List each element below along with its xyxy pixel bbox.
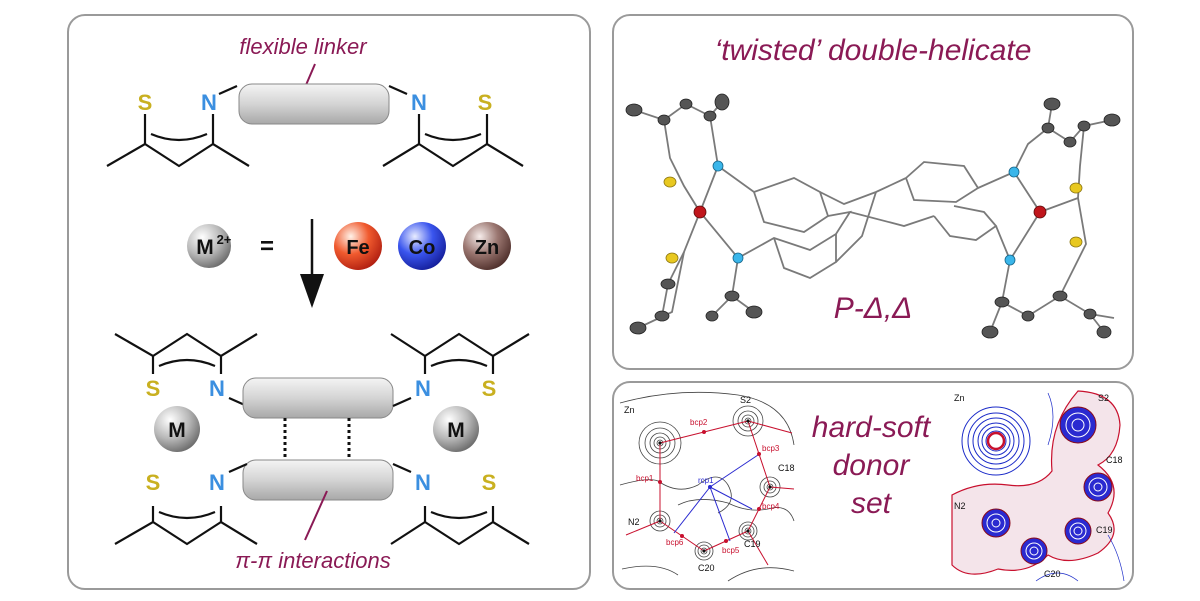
- nitrogen-atom: N: [415, 470, 431, 495]
- sulfur-atom: S: [482, 470, 497, 495]
- svg-text:C20: C20: [1044, 569, 1061, 579]
- nitrogen-atom: N: [209, 470, 225, 495]
- label-line: set: [850, 487, 892, 520]
- atom-labels: Zn S2 C18 N2 C19 C20: [954, 393, 1123, 579]
- lower-linker-bar: [242, 459, 394, 501]
- basin-inner-contours: [986, 412, 1108, 560]
- metal-sphere-left: [154, 406, 200, 452]
- svg-text:C18: C18: [778, 463, 795, 473]
- sulfur-atom: S: [482, 376, 497, 401]
- zn-core: [986, 431, 1006, 451]
- crystal-structure-panel: ‘twisted’ double-helicate: [612, 14, 1134, 370]
- deformation-density-map: Zn S2 C18 N2 C19 C20: [951, 390, 1125, 582]
- product-upper-right-ligand: [390, 332, 530, 408]
- zn-contours: [961, 406, 1031, 476]
- svg-text:bcp4: bcp4: [762, 502, 780, 511]
- carbon-atoms: [625, 93, 1121, 339]
- structure-bonds: [633, 101, 1115, 333]
- metal-sphere-right: [433, 406, 479, 452]
- critical-points: [658, 430, 761, 543]
- svg-text:Zn: Zn: [954, 393, 965, 403]
- sulfur-atom: S: [146, 376, 161, 401]
- svg-text:S2: S2: [740, 395, 751, 405]
- contour-lines: [619, 391, 795, 582]
- svg-text:bcp6: bcp6: [666, 538, 684, 547]
- metal-ion-charge: 2+: [217, 232, 232, 247]
- atom-labels: Zn S2 C18 N2 C19 C20: [624, 395, 795, 573]
- product-lower-right-ligand: [390, 462, 530, 546]
- product-lower-left-ligand: [114, 462, 258, 546]
- interactions-pointer: [304, 490, 328, 541]
- zinc-label: Zn: [475, 237, 499, 259]
- svg-text:Zn: Zn: [624, 405, 635, 415]
- upper-linker-bar: [242, 377, 394, 419]
- zinc-sphere: [463, 222, 511, 270]
- svg-text:C18: C18: [1106, 455, 1123, 465]
- reaction-scheme: flexible linker S N N S M 2+ =: [106, 34, 530, 573]
- nitrogen-atom: N: [209, 376, 225, 401]
- interactions-label: π-π interactions: [235, 548, 390, 573]
- label-line: hard-soft: [811, 411, 931, 444]
- iron-label: Fe: [346, 237, 369, 259]
- metal-ion-symbol: M: [196, 236, 214, 259]
- linker-label: flexible linker: [239, 34, 368, 59]
- reaction-arrow-icon: [300, 274, 324, 308]
- svg-text:C19: C19: [1096, 525, 1113, 535]
- metal-label: M: [168, 419, 186, 442]
- outer-contours: [1035, 392, 1125, 582]
- nitrogen-atoms: [712, 160, 1020, 266]
- svg-text:N2: N2: [954, 501, 966, 511]
- nucleus-dots: [658, 419, 772, 553]
- product-upper-left-ligand: [114, 332, 258, 408]
- sulfur-atom: S: [146, 470, 161, 495]
- top-ligand-left: [106, 84, 250, 168]
- laplacian-contour-map: Zn S2 C18 N2 C19 C20 bcp2 bcp3 bcp1 bcp4…: [619, 391, 795, 582]
- svg-text:S2: S2: [1098, 393, 1109, 403]
- nitrogen-atom: N: [411, 90, 427, 115]
- ring-critical-point: [708, 485, 712, 489]
- metal-atoms: [693, 205, 1047, 219]
- svg-text:bcp2: bcp2: [690, 418, 708, 427]
- svg-text:N2: N2: [628, 517, 640, 527]
- ring-paths: [673, 454, 759, 542]
- nitrogen-atom: N: [415, 376, 431, 401]
- crystal-structure: [625, 93, 1121, 339]
- atom-basins: [981, 406, 1113, 565]
- iron-sphere: [334, 222, 382, 270]
- top-ligand-right: [382, 84, 524, 168]
- structure-title: ‘twisted’ double-helicate: [714, 34, 1032, 67]
- label-line: donor: [832, 449, 910, 482]
- cobalt-sphere: [398, 222, 446, 270]
- donor-set-label: hard-soft donor set: [796, 409, 946, 523]
- bcp-labels: bcp2 bcp3 bcp1 bcp4 bcp6 bcp5: [636, 418, 780, 555]
- nitrogen-atom: N: [201, 90, 217, 115]
- metal-ion-sphere: [187, 224, 231, 268]
- sulfur-atom: S: [478, 90, 493, 115]
- electron-density-panel: Zn S2 C18 N2 C19 C20 bcp2 bcp3 bcp1 bcp4…: [612, 381, 1134, 590]
- svg-text:bcp5: bcp5: [722, 546, 740, 555]
- helicity-label: P-Δ,Δ: [833, 292, 913, 325]
- rcp-label: rcp1: [698, 476, 714, 485]
- svg-text:bcp1: bcp1: [636, 474, 654, 483]
- equals-sign: =: [260, 233, 274, 260]
- sulfur-atoms: [663, 176, 1083, 264]
- sulfur-atom: S: [138, 90, 153, 115]
- metal-label: M: [447, 419, 465, 442]
- svg-text:C20: C20: [698, 563, 715, 573]
- svg-text:bcp3: bcp3: [762, 444, 780, 453]
- reaction-scheme-panel: flexible linker S N N S M 2+ =: [67, 14, 591, 590]
- linker-bar: [238, 83, 390, 125]
- svg-text:C19: C19: [744, 539, 761, 549]
- cobalt-label: Co: [409, 237, 436, 259]
